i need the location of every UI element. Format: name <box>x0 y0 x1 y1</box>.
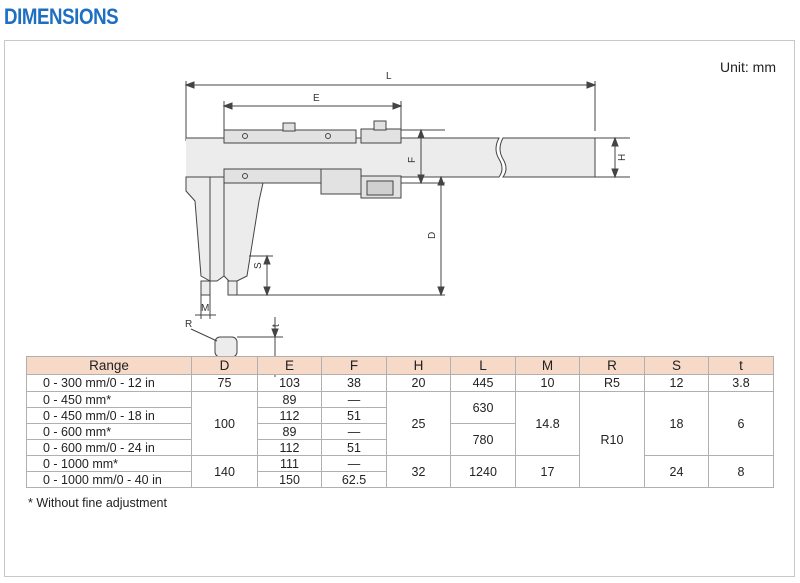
cell-L: 630 <box>450 391 516 424</box>
header-range: Range <box>26 356 192 375</box>
label-F: F <box>407 157 418 163</box>
cell-F: 51 <box>321 439 387 456</box>
table-row: 0 - 1000 mm/0 - 40 in 150 62.5 <box>26 471 774 488</box>
cell-range: 0 - 450 mm/0 - 18 in <box>26 407 192 424</box>
header-M: M <box>515 356 580 375</box>
cell-M: 17 <box>515 455 580 488</box>
table-row: 0 - 450 mm/0 - 18 in 112 51 <box>26 407 774 424</box>
cell-t: 6 <box>708 391 774 456</box>
table-row: 0 - 600 mm* 89 — 780 <box>26 423 774 456</box>
cell-E: 89 <box>257 391 322 408</box>
cell-L: 780 <box>450 423 516 456</box>
label-t: t <box>271 324 282 327</box>
header-D: D <box>191 356 258 375</box>
cell-t: 8 <box>708 455 774 488</box>
cell-t: 3.8 <box>708 374 774 392</box>
header-E: E <box>257 356 322 375</box>
dimensions-panel: Unit: mm <box>4 40 795 577</box>
header-R: R <box>579 356 645 375</box>
cell-range: 0 - 450 mm* <box>26 391 192 408</box>
cell-F: — <box>321 423 387 440</box>
header-S: S <box>644 356 709 375</box>
label-R: R <box>185 319 192 330</box>
cell-D: 75 <box>191 374 258 392</box>
footnote: * Without fine adjustment <box>28 496 167 510</box>
cell-E: 103 <box>257 374 322 392</box>
cell-R: R5 <box>579 374 645 392</box>
cell-M: 10 <box>515 374 580 392</box>
cell-F: 62.5 <box>321 471 387 488</box>
page-title: DIMENSIONS <box>4 4 119 29</box>
cell-D: 140 <box>191 455 258 488</box>
cell-range: 0 - 1000 mm* <box>26 455 192 472</box>
cell-E: 111 <box>257 455 322 472</box>
cell-H: 32 <box>386 455 451 488</box>
cell-E: 112 <box>257 407 322 424</box>
label-L: L <box>386 71 392 82</box>
cell-H: 20 <box>386 374 451 392</box>
cell-range: 0 - 300 mm/0 - 12 in <box>26 374 192 392</box>
cell-M: 14.8 <box>515 391 580 456</box>
cell-range: 0 - 600 mm* <box>26 423 192 440</box>
cell-range: 0 - 1000 mm/0 - 40 in <box>26 471 192 488</box>
unit-label: Unit: mm <box>720 59 776 75</box>
label-S: S <box>253 262 264 269</box>
cell-range: 0 - 600 mm/0 - 24 in <box>26 439 192 456</box>
cell-S: 24 <box>644 455 709 488</box>
header-L: L <box>450 356 516 375</box>
header-t: t <box>708 356 774 375</box>
table-row: 0 - 300 mm/0 - 12 in 75 103 38 20 445 10… <box>26 374 774 392</box>
cell-H: 25 <box>386 391 451 456</box>
table-row: 0 - 450 mm* 100 89 — 25 630 14.8 R10 18 … <box>26 391 774 488</box>
header-F: F <box>321 356 387 375</box>
cell-F: — <box>321 391 387 408</box>
cell-S: 18 <box>644 391 709 456</box>
label-H: H <box>617 154 628 161</box>
cell-E: 89 <box>257 423 322 440</box>
cell-F: — <box>321 455 387 472</box>
cell-F: 38 <box>321 374 387 392</box>
table-row: 0 - 1000 mm* 140 111 — 32 1240 17 24 8 <box>26 455 774 488</box>
cell-D: 100 <box>191 391 258 456</box>
cell-F: 51 <box>321 407 387 424</box>
cell-E: 150 <box>257 471 322 488</box>
table-header-row: Range D E F H L M R S t <box>26 356 774 375</box>
cell-L: 445 <box>450 374 516 392</box>
label-M: M <box>201 303 209 314</box>
header-H: H <box>386 356 451 375</box>
label-E: E <box>313 93 320 104</box>
caliper-drawing: L E H F D S M R t <box>184 71 630 377</box>
cell-S: 12 <box>644 374 709 392</box>
table-row: 0 - 600 mm/0 - 24 in 112 51 <box>26 439 774 456</box>
cell-L: 1240 <box>450 455 516 488</box>
cell-R: R10 <box>579 391 645 488</box>
label-D: D <box>427 232 438 239</box>
cell-E: 112 <box>257 439 322 456</box>
specification-table: Range D E F H L M R S t 0 - 300 mm/0 - 1… <box>26 356 774 488</box>
